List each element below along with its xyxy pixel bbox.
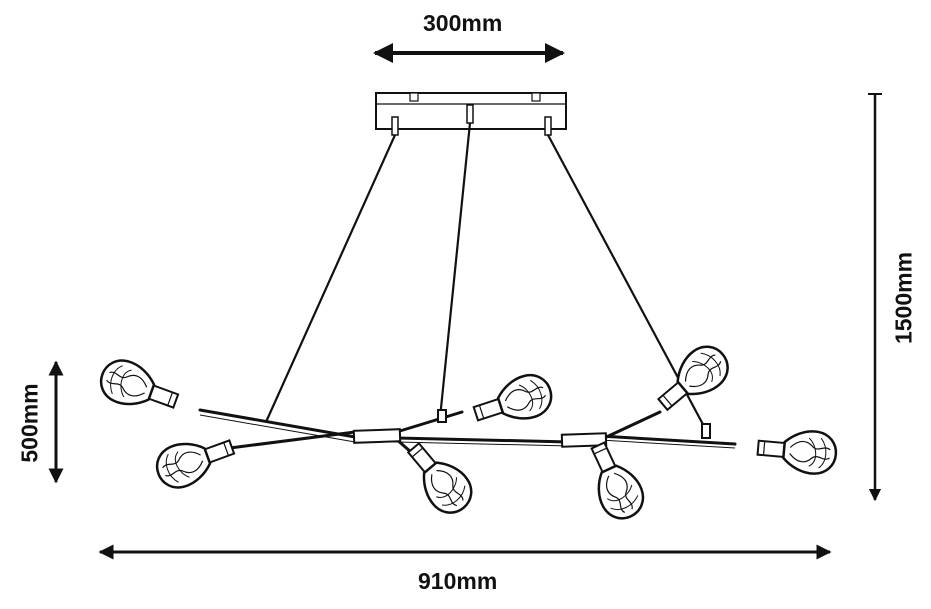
lamp-bulb xyxy=(149,425,241,495)
lamp-bulb xyxy=(755,425,839,477)
total-height-label: 1500mm xyxy=(890,251,917,345)
branch-arms xyxy=(198,408,737,467)
lamp-bulb xyxy=(468,368,558,436)
ceiling-canopy xyxy=(375,92,567,136)
spread-height-label: 500mm xyxy=(16,383,43,463)
lamp-bulb xyxy=(396,433,482,523)
canopy-width-label: 300mm xyxy=(423,10,503,36)
lamp-bulbs xyxy=(93,336,839,527)
suspension-cables xyxy=(264,122,707,431)
total-width-label: 910mm xyxy=(418,568,498,594)
lamp-bulb xyxy=(93,353,185,423)
total-height-arrow xyxy=(868,93,882,502)
lamp-bulb xyxy=(577,435,652,527)
arm-joints xyxy=(352,409,711,448)
